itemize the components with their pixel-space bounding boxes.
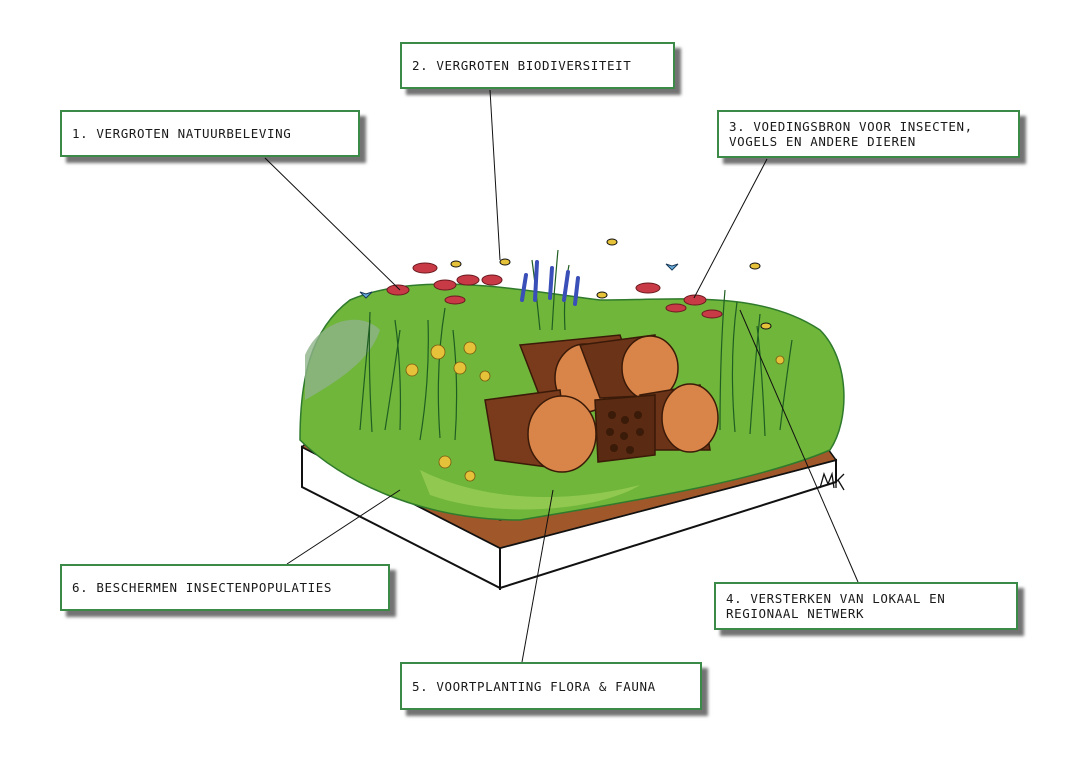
label-voedingsbron: 3. Voedingsbron voor insecten, vogels en…: [717, 110, 1020, 158]
leader-lines: [264, 89, 859, 663]
mk-signature-icon: [819, 471, 845, 491]
insects: [450, 238, 772, 330]
label-voortplanting: 5. Voortplanting flora & fauna: [400, 662, 702, 710]
label-beschermen-insecten: 6. Beschermen insectenpopulaties: [60, 564, 390, 611]
red-coneflowers: [386, 262, 723, 319]
butterflies: [359, 263, 679, 299]
yellow-yarrow: [405, 341, 785, 482]
label-versterken-netwerk: 4. Versterken van lokaal en regionaal ne…: [714, 582, 1018, 630]
blue-lavender: [520, 260, 580, 306]
label-vergroten-natuurbeleving: 1. Vergroten natuurbeleving: [60, 110, 360, 157]
insect-log-pile: [484, 334, 719, 473]
label-vergroten-biodiversiteit: 2. Vergroten biodiversiteit: [400, 42, 675, 89]
